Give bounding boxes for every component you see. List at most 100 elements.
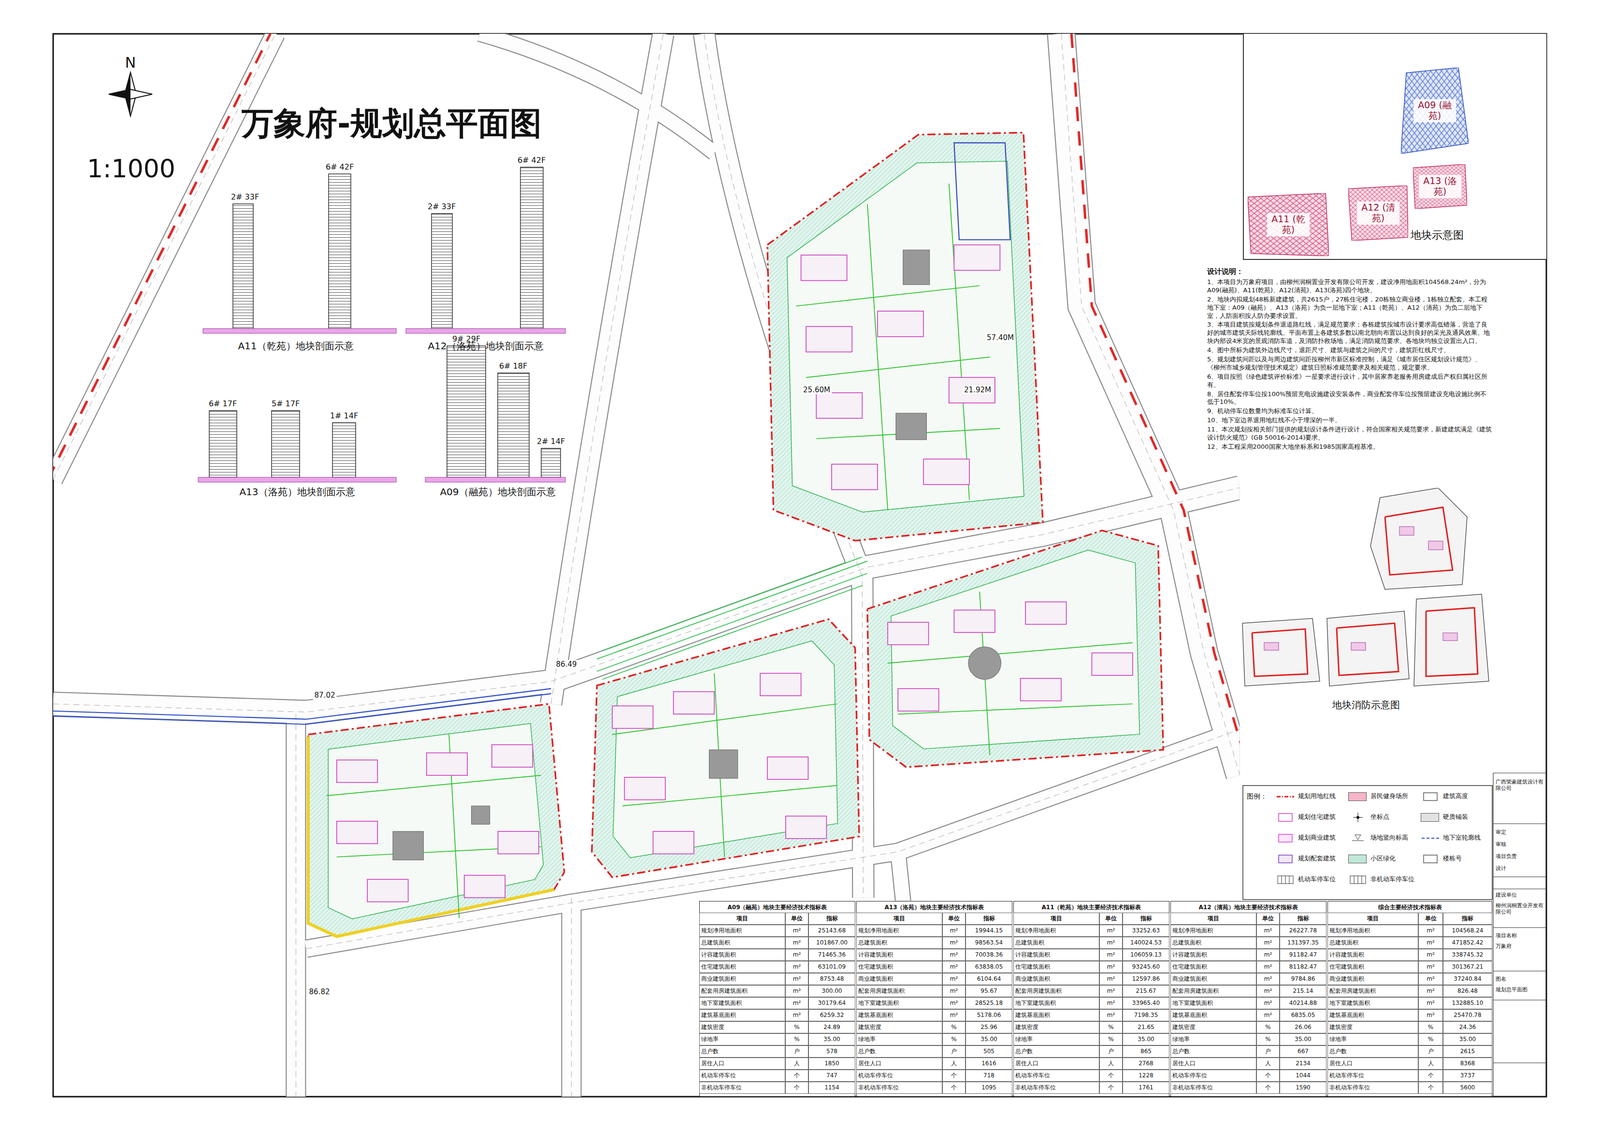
title-block-text: 项目名称 xyxy=(1495,932,1544,939)
table-header-cell: 项目 xyxy=(1013,912,1100,925)
table-header-cell: 指标 xyxy=(1442,912,1493,925)
table-cell: 计容建筑面积 xyxy=(1327,949,1419,962)
table-cell: 6259.32 xyxy=(808,1009,856,1022)
table-text: 综合主要经济技术指标表 xyxy=(1327,901,1492,914)
road-centerline xyxy=(53,33,276,480)
building xyxy=(426,752,468,776)
legend-sample xyxy=(1285,876,1286,884)
table-cell: 25143.68 xyxy=(808,924,856,937)
road-centerline xyxy=(550,33,664,705)
notes-text: 5、规划建筑间距以及与周边建筑间距按柳州市新区标准控制，满足《城市居住区规划设计… xyxy=(1207,355,1493,373)
parcel-interior xyxy=(787,161,1024,513)
table-cell: 居住人口 xyxy=(1327,1057,1419,1070)
section-caption: A11（乾苑）地块剖面示意 xyxy=(237,340,354,352)
legend-sample xyxy=(1352,840,1364,842)
table-cell: 建筑基底面积 xyxy=(1013,1009,1100,1022)
table-cell: 3737 xyxy=(1442,1069,1493,1082)
fire-diagram xyxy=(1252,629,1308,677)
table-cell: m² xyxy=(1256,949,1280,962)
table-cell: 826.48 xyxy=(1442,985,1493,998)
table-cell: m² xyxy=(942,997,966,1010)
table-cell: m² xyxy=(1099,961,1123,974)
title-block-text: 审核 xyxy=(1495,841,1544,848)
floor-label: 6# 18F xyxy=(499,361,528,371)
section-building xyxy=(209,410,237,478)
north-label: N xyxy=(125,54,136,72)
building xyxy=(491,744,533,767)
notes-text: 6、项目按照《绿色建筑评价标准》一星要求进行设计，其中居家养老服务用房建成后产权… xyxy=(1207,373,1493,390)
parcel-boundary xyxy=(767,132,1043,542)
table-cell: m² xyxy=(942,1009,966,1022)
table-cell: m² xyxy=(1418,997,1443,1010)
table-cell: m² xyxy=(1099,936,1123,950)
section-base xyxy=(198,328,566,483)
table-cell: % xyxy=(1256,1033,1280,1046)
legend-sample xyxy=(1278,834,1293,843)
table-cell: 8753.48 xyxy=(808,973,856,986)
building xyxy=(887,622,929,645)
table-header-cell: 单位 xyxy=(1256,912,1280,925)
table-cell: 绿地率 xyxy=(699,1033,786,1046)
green-path xyxy=(887,591,1133,756)
table-cell: 地下室建筑面积 xyxy=(1170,997,1257,1010)
table-cell: 93245.60 xyxy=(1122,961,1170,974)
table-header-cell: 项目 xyxy=(1170,912,1257,925)
floor-label: 2# 33F xyxy=(427,201,456,212)
table-cell: 居住人口 xyxy=(856,1057,943,1070)
table-cell: 总建筑面积 xyxy=(699,936,786,950)
table-text: A13（洛苑）地块主要经济技术指标表 xyxy=(856,901,1012,914)
table-cell: 配套用房建筑面积 xyxy=(1170,985,1257,998)
notes-text: 设计说明： xyxy=(1207,267,1493,277)
table-cell: 1616 xyxy=(965,1057,1013,1070)
fire-diagram xyxy=(1399,526,1414,536)
table-cell: m² xyxy=(1418,936,1443,950)
table-cell: 35.00 xyxy=(965,1033,1013,1046)
table-cell: 规划净用地面积 xyxy=(1170,924,1257,937)
legend-sample xyxy=(1275,832,1296,845)
dimension: 25.60M xyxy=(801,385,832,395)
table-cell: % xyxy=(1256,1021,1280,1034)
plaza xyxy=(709,749,738,779)
table-cell: 个 xyxy=(942,1081,966,1095)
road-centerline xyxy=(295,714,297,1097)
table-cell: 人 xyxy=(942,1057,966,1070)
table-text: A11（乾苑）地块主要经济技术指标表 xyxy=(1013,901,1169,914)
table-cell: 绿地率 xyxy=(1170,1033,1257,1046)
legend-sample xyxy=(1278,855,1293,864)
table-cell: % xyxy=(942,1021,966,1034)
parcel-interior xyxy=(328,161,1140,920)
table-cell: 132885.10 xyxy=(1442,997,1493,1010)
table-header-cell: 单位 xyxy=(1099,912,1123,925)
table-cell: 个 xyxy=(785,1069,809,1082)
red-dash xyxy=(47,33,271,480)
table-cell: % xyxy=(1418,1033,1443,1046)
section-building xyxy=(328,173,351,329)
legend-sample xyxy=(1348,811,1368,824)
table-cell: m² xyxy=(785,961,809,974)
legend-text: 非机动车停车位 xyxy=(1370,875,1415,884)
table-cell: 商业建筑面积 xyxy=(1170,973,1257,986)
red-dash xyxy=(47,33,1250,776)
legend-sample xyxy=(1275,873,1296,887)
table-cell: 户 xyxy=(785,1045,809,1058)
title-block xyxy=(1493,970,1547,972)
building xyxy=(949,377,995,404)
parcel-node: A13 (洛苑) xyxy=(1412,164,1468,209)
floor-label: 6# 42F xyxy=(517,155,546,165)
legend-title: 图例： xyxy=(1246,792,1268,801)
table-cell: 5600 xyxy=(1442,1081,1493,1095)
table-header-cell: 单位 xyxy=(942,912,966,925)
legend-swatch xyxy=(1420,813,1440,822)
table-cell: 63101.09 xyxy=(808,961,856,974)
table-cell: 6835.05 xyxy=(1279,1009,1327,1022)
table-cell: m² xyxy=(1418,961,1443,974)
table-cell: 个 xyxy=(1256,1081,1280,1095)
road-edge xyxy=(285,714,306,1097)
legend-swatch xyxy=(1348,854,1367,864)
notes-text: 2、地块内拟规划48栋新建建筑，共2615户，27栋住宅楼，20栋独立商业楼，1… xyxy=(1207,295,1493,321)
table-cell: 绿地率 xyxy=(1013,1033,1100,1046)
table-cell: 30179.64 xyxy=(808,997,856,1010)
plaza xyxy=(392,249,1002,861)
scale-label: 1:1000 xyxy=(86,153,176,184)
fire-node: 地块消防示意图 xyxy=(1239,488,1493,721)
